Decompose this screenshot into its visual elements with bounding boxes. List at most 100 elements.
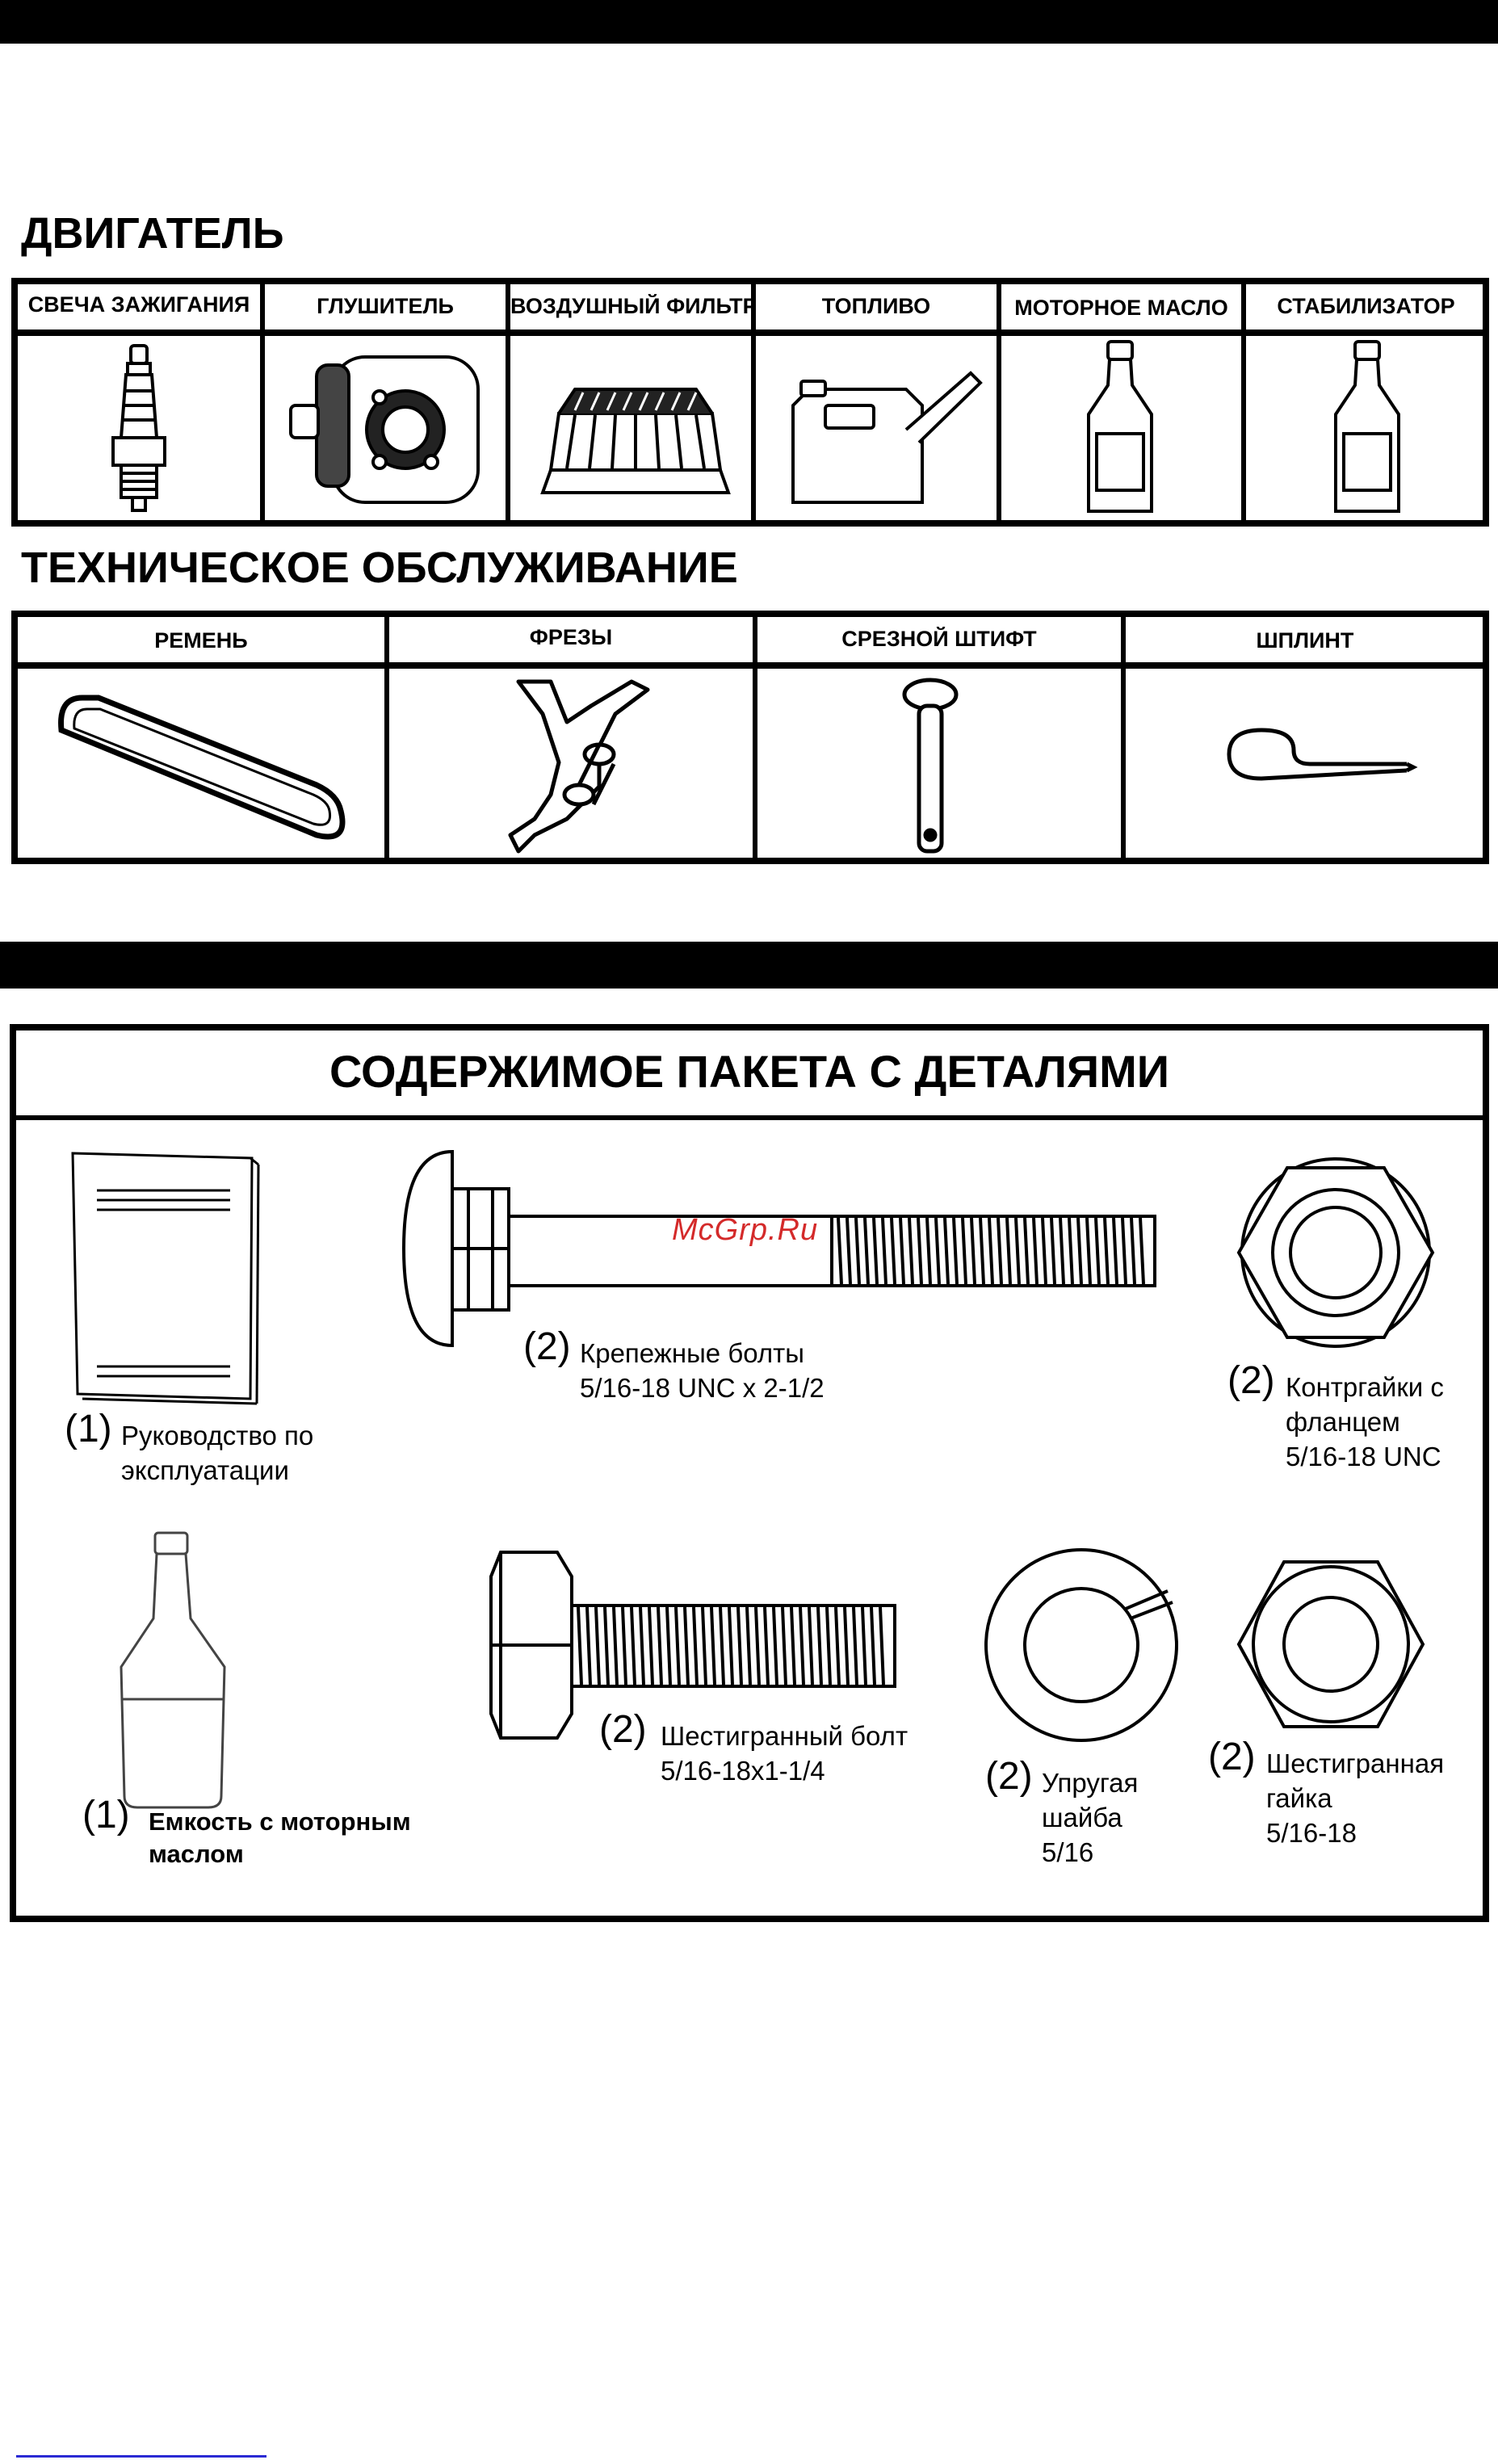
thread-line — [719, 1606, 725, 1685]
thread-line — [899, 1217, 905, 1285]
thread-line — [754, 1606, 761, 1685]
thread-line — [585, 1606, 592, 1685]
thread-line — [683, 1606, 690, 1685]
thread-line — [630, 1606, 636, 1685]
thread-line — [701, 1606, 707, 1685]
thread-line — [879, 1606, 885, 1685]
engine-section-title: ДВИГАТЕЛЬ — [21, 209, 284, 258]
thread-line — [710, 1606, 716, 1685]
maintenance-header-divider — [18, 662, 1483, 669]
thread-line — [843, 1606, 850, 1685]
kit-item-line: маслом — [149, 1840, 244, 1868]
thread-line — [648, 1606, 654, 1685]
maintenance-col-divider — [1121, 617, 1126, 858]
kit-item-line: Шестигранный болт — [661, 1721, 908, 1751]
thread-line — [934, 1217, 941, 1285]
shear-pin-icon — [902, 678, 959, 854]
thread-line — [1059, 1217, 1065, 1285]
engine-col-header: ГЛУШИТЕЛЬ — [317, 294, 454, 318]
maintenance-table: РЕМЕНЬ ФРЕЗЫ СРЕЗНОЙ ШТИФТ ШПЛИНТ — [11, 611, 1489, 864]
kit-item-qty: (2) — [1227, 1359, 1275, 1402]
thread-line — [816, 1606, 823, 1685]
thread-line — [890, 1217, 896, 1285]
thread-line — [870, 1606, 876, 1685]
kit-item-qty: (1) — [65, 1408, 112, 1450]
thread-line — [799, 1606, 805, 1685]
thread-line — [1032, 1217, 1039, 1285]
thread-line — [1130, 1217, 1136, 1285]
thread-line — [1068, 1217, 1074, 1285]
kit-item-line: Крепежные болты — [580, 1338, 804, 1368]
thread-line — [825, 1606, 832, 1685]
thread-line — [1023, 1217, 1030, 1285]
thread-line — [872, 1217, 879, 1285]
thread-line — [837, 1217, 843, 1285]
thread-line — [1050, 1217, 1056, 1285]
cotter-pin-icon — [1227, 728, 1418, 781]
hardware-kit-panel: СОДЕРЖИМОЕ ПАКЕТА С ДЕТАЛЯМИ (1) Руковод… — [10, 1024, 1489, 1922]
thread-line — [854, 1217, 861, 1285]
thread-line — [781, 1606, 787, 1685]
thread-line — [692, 1606, 699, 1685]
carriage-bolt-icon — [401, 1149, 1156, 1348]
engine-col-divider — [751, 284, 756, 520]
thread-line — [970, 1217, 976, 1285]
oil-container-icon — [120, 1531, 226, 1809]
thread-line — [1041, 1217, 1047, 1285]
kit-title: СОДЕРЖИМОЕ ПАКЕТА С ДЕТАЛЯМИ — [329, 1046, 1170, 1097]
thread-line — [908, 1217, 914, 1285]
thread-line — [674, 1606, 681, 1685]
belt-icon — [58, 695, 346, 840]
kit-item-line: эксплуатации — [121, 1455, 289, 1485]
kit-item-line: шайба — [1042, 1803, 1122, 1832]
thread-line — [1014, 1217, 1021, 1285]
maintenance-col-header: РЕМЕНЬ — [154, 628, 248, 653]
thread-line — [772, 1606, 778, 1685]
engine-col-divider — [260, 284, 265, 520]
watermark-text: McGrp.Ru — [672, 1213, 819, 1247]
thread-line — [1085, 1217, 1092, 1285]
thread-line — [1121, 1217, 1127, 1285]
maintenance-col-header: СРЕЗНОЙ ШТИФТ — [841, 627, 1037, 651]
thread-line — [861, 1606, 867, 1685]
maintenance-col-divider — [753, 617, 757, 858]
kit-item-line: 5/16 — [1042, 1837, 1094, 1867]
thread-line — [639, 1606, 645, 1685]
thread-line — [603, 1606, 610, 1685]
engine-col-header: МОТОРНОЕ МАСЛО — [1014, 296, 1228, 320]
kit-item-line: Шестигранная — [1266, 1748, 1445, 1778]
maintenance-col-header: ШПЛИНТ — [1256, 628, 1354, 653]
thread-line — [736, 1606, 743, 1685]
engine-col-divider — [997, 284, 1001, 520]
thread-line — [979, 1217, 985, 1285]
engine-col-header: СВЕЧА ЗАЖИГАНИЯ — [27, 292, 250, 317]
thread-line — [790, 1606, 796, 1685]
thread-line — [665, 1606, 672, 1685]
thread-line — [852, 1606, 858, 1685]
thread-line — [1076, 1217, 1083, 1285]
engine-col-header: СТАБИЛИЗАТОР — [1277, 294, 1455, 318]
thread-line — [834, 1606, 841, 1685]
spark-plug-icon — [111, 344, 166, 512]
maintenance-col-divider — [384, 617, 389, 858]
thread-line — [846, 1217, 852, 1285]
thread-line — [952, 1217, 959, 1285]
thread-line — [1112, 1217, 1118, 1285]
engine-table: СВЕЧА ЗАЖИГАНИЯ ГЛУШИТЕЛЬ ВОЗДУШНЫЙ ФИЛЬ… — [11, 278, 1489, 527]
thread-line — [1094, 1217, 1101, 1285]
kit-item-line: гайка — [1266, 1783, 1332, 1813]
fuel-can-icon — [791, 371, 983, 504]
middle-black-bar — [0, 942, 1498, 989]
thread-line — [657, 1606, 663, 1685]
top-black-bar — [0, 0, 1498, 44]
kit-item-qty: (1) — [82, 1794, 130, 1836]
kit-item-qty: (2) — [523, 1325, 571, 1368]
thread-line — [808, 1606, 814, 1685]
maintenance-col-header: ФРЕЗЫ — [529, 625, 613, 649]
stabilizer-bottle-icon — [1334, 340, 1400, 513]
kit-item-qty: (2) — [985, 1755, 1033, 1798]
kit-title-divider — [16, 1115, 1483, 1120]
kit-item-line: фланцем — [1286, 1407, 1400, 1437]
kit-item-qty: (2) — [599, 1708, 647, 1751]
thread-line — [1103, 1217, 1110, 1285]
